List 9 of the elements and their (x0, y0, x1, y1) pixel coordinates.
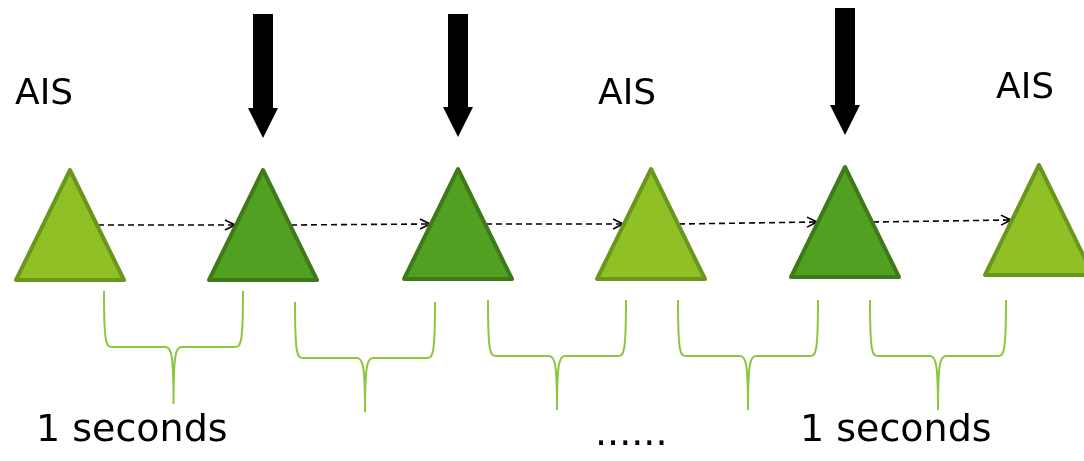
node-caption: AIS (996, 66, 1055, 106)
time-label: ...... (595, 412, 668, 454)
arrow (830, 8, 860, 135)
time-label: 1 seconds (36, 408, 228, 450)
arrow (248, 14, 278, 138)
node-caption: AIS (15, 72, 74, 112)
time-label: 1 seconds (800, 408, 992, 450)
arrow (443, 14, 473, 137)
node-caption: AIS (598, 72, 657, 112)
